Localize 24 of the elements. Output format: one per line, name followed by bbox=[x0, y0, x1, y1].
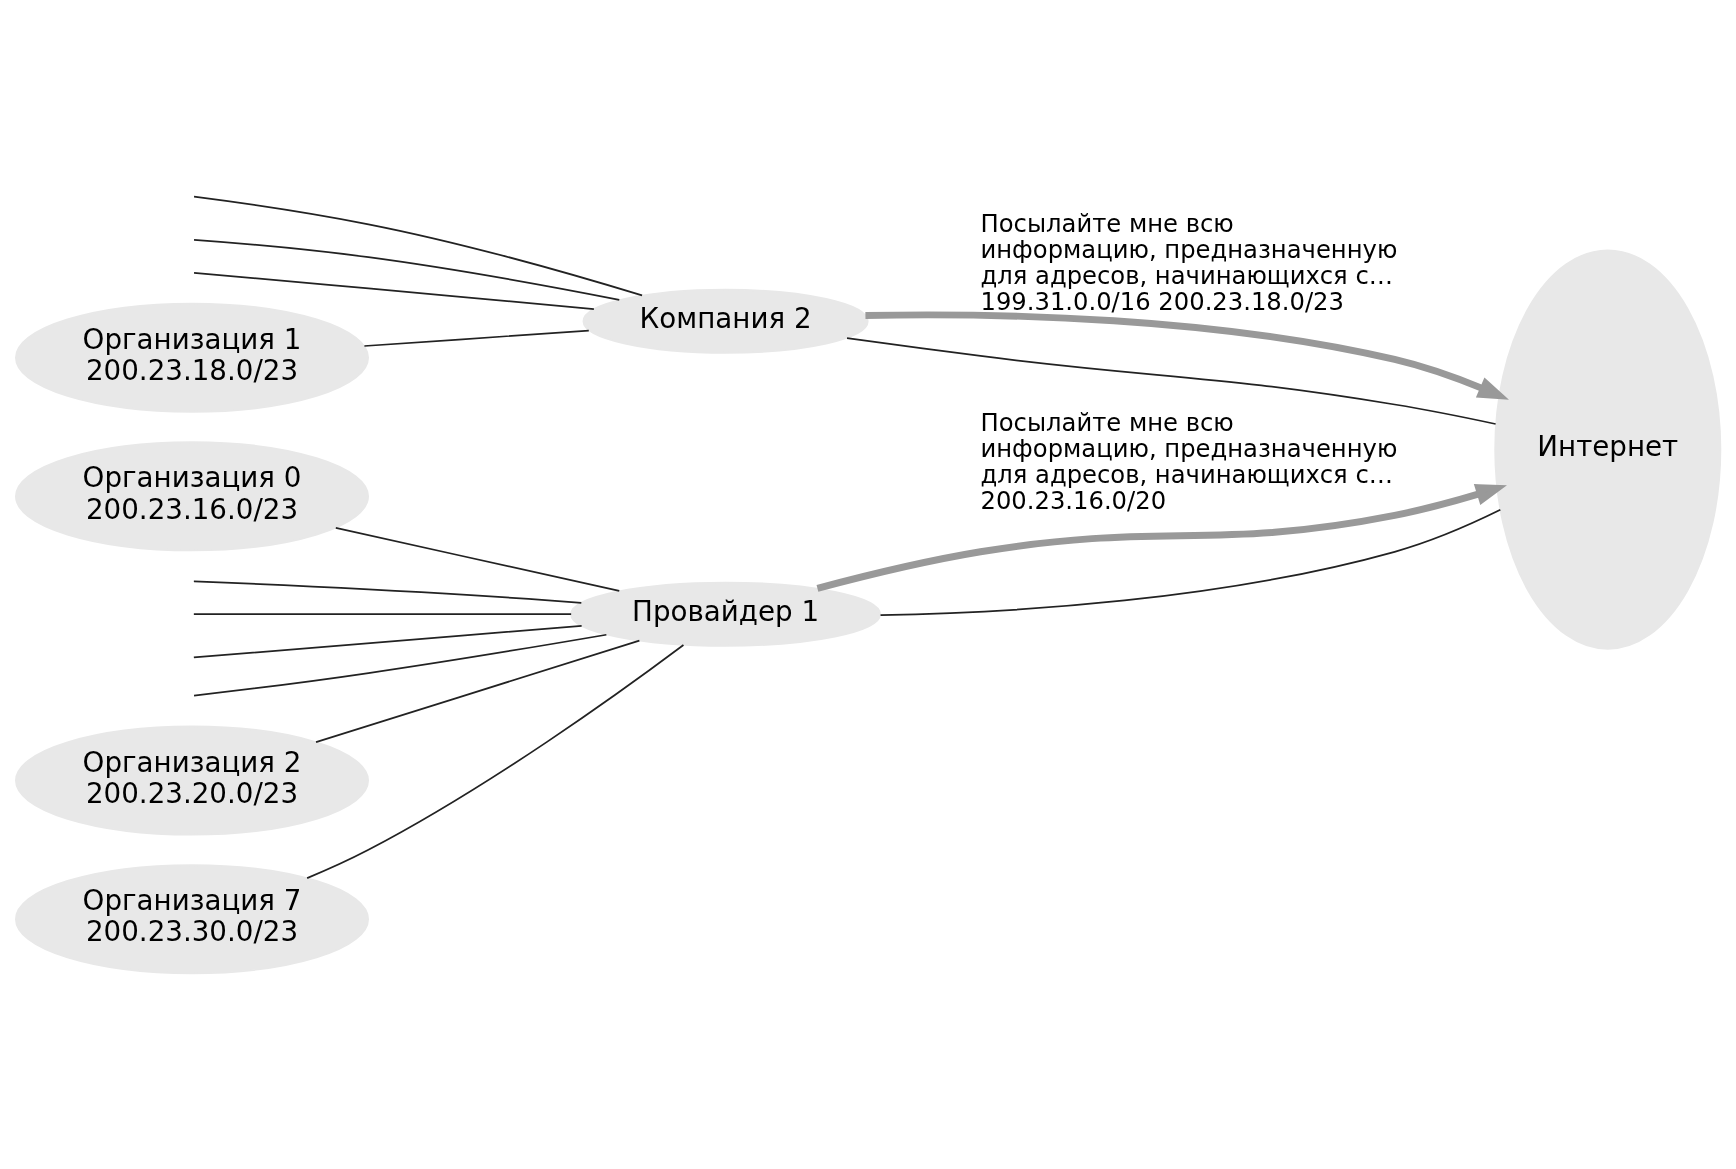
connector bbox=[315, 639, 641, 743]
connector bbox=[846, 337, 1497, 425]
node-ellipse: Интернет bbox=[1494, 249, 1722, 650]
node-ellipse: Организация 7 200.23.30.0/23 bbox=[15, 864, 370, 975]
connector bbox=[193, 239, 621, 301]
connector bbox=[879, 508, 1502, 617]
edge-label: Посылайте мне всю информацию, предназначенную для адресов, начинающихся с… 200.23.16.0/20 bbox=[980, 407, 1398, 515]
connector bbox=[306, 644, 685, 880]
node-ellipse: Провайдер 1 bbox=[570, 581, 881, 647]
node-ellipse: Организация 2 200.23.20.0/23 bbox=[15, 725, 370, 836]
node-ellipse: Компания 2 bbox=[582, 288, 869, 354]
connector bbox=[363, 329, 590, 347]
connector bbox=[193, 580, 583, 604]
connector bbox=[193, 624, 583, 659]
arrow bbox=[816, 484, 1507, 592]
node-ellipse: Организация 0 200.23.16.0/23 bbox=[15, 441, 370, 552]
connector bbox=[193, 271, 595, 311]
connector bbox=[193, 613, 572, 616]
node-ellipse: Организация 1 200.23.18.0/23 bbox=[15, 302, 370, 413]
connector bbox=[334, 527, 621, 592]
connector bbox=[193, 195, 643, 297]
connector bbox=[193, 633, 608, 697]
edge-label: Посылайте мне всю информацию, предназначенную для адресов, начинающихся с… 199.31.0.0/16 200.23.18.0/23 bbox=[980, 208, 1398, 316]
arrow bbox=[865, 311, 1509, 400]
